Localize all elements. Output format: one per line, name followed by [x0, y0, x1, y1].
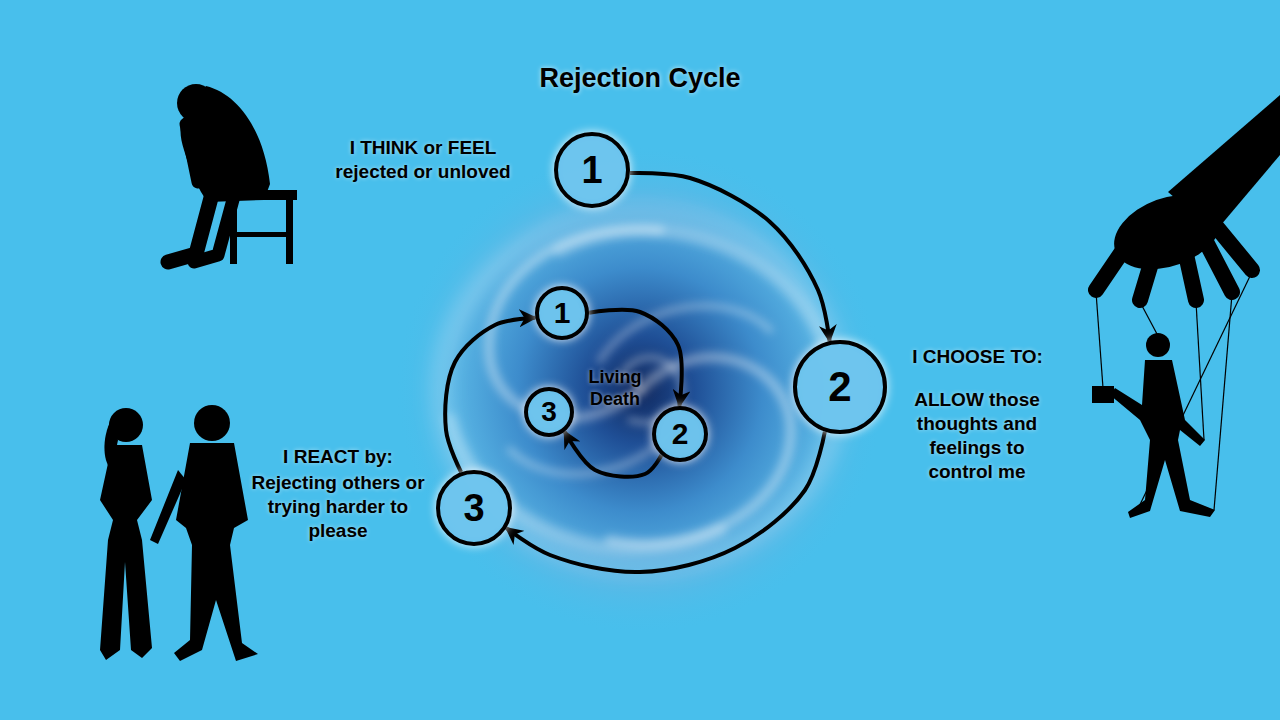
step-number: 1 [554, 132, 630, 208]
sitting-man-silhouette [168, 84, 297, 264]
arm [186, 122, 206, 182]
leg [194, 196, 234, 262]
step-description: I CHOOSE TO: [900, 345, 1055, 369]
cycle-arrow [630, 173, 830, 341]
step-circle: 1I THINK or FEEL rejected or unloved [554, 132, 630, 208]
step-number: 1 [535, 286, 589, 340]
puppeteer-silhouette [1092, 95, 1280, 518]
torso [180, 86, 270, 202]
finger [1096, 240, 1130, 290]
briefcase [1092, 386, 1114, 403]
step-circle: 2I CHOOSE TO:ALLOW those thoughts and fe… [793, 340, 887, 434]
center-label: Living Death [578, 366, 652, 410]
man-head [194, 405, 230, 441]
step-description: I THINK or FEEL rejected or unloved [312, 136, 534, 184]
chair-leg [286, 198, 293, 264]
finger [1140, 250, 1155, 300]
string [1196, 302, 1204, 440]
step-circle: 3I REACT by:Rejecting others or trying h… [436, 470, 512, 546]
step-description: I REACT by: [248, 445, 428, 469]
puppet-body [1110, 360, 1215, 518]
man-arm [150, 470, 186, 544]
swirl [600, 306, 770, 360]
finger [1185, 250, 1196, 300]
step-circle: 1 [535, 286, 589, 340]
step-circle: 2 [652, 406, 708, 462]
string [1096, 292, 1103, 388]
puppeteer-fingers [1096, 225, 1252, 300]
cycle-arrow [445, 318, 535, 472]
step-circle: 3 [524, 387, 574, 437]
man-body [174, 443, 258, 661]
vortex [395, 145, 885, 635]
string [1140, 302, 1157, 334]
puppet-head [1146, 333, 1170, 357]
chair-rail [230, 232, 293, 237]
couple-silhouette [100, 405, 258, 661]
swirl [560, 231, 830, 360]
woman-body [100, 445, 152, 660]
cycle-arrow [565, 432, 662, 477]
step-number: 2 [793, 340, 887, 434]
leg [168, 194, 212, 262]
step-number: 3 [524, 387, 574, 437]
string [1214, 294, 1232, 510]
step-description: Rejecting others or trying harder to ple… [245, 471, 431, 543]
step-number: 3 [436, 470, 512, 546]
finger [1215, 225, 1252, 270]
step-number: 2 [652, 406, 708, 462]
diagram-title: Rejection Cycle [440, 63, 840, 94]
step-description: ALLOW those thoughts and feelings to con… [897, 388, 1057, 484]
vortex-glow [395, 145, 885, 635]
puppet-man [1092, 333, 1215, 518]
